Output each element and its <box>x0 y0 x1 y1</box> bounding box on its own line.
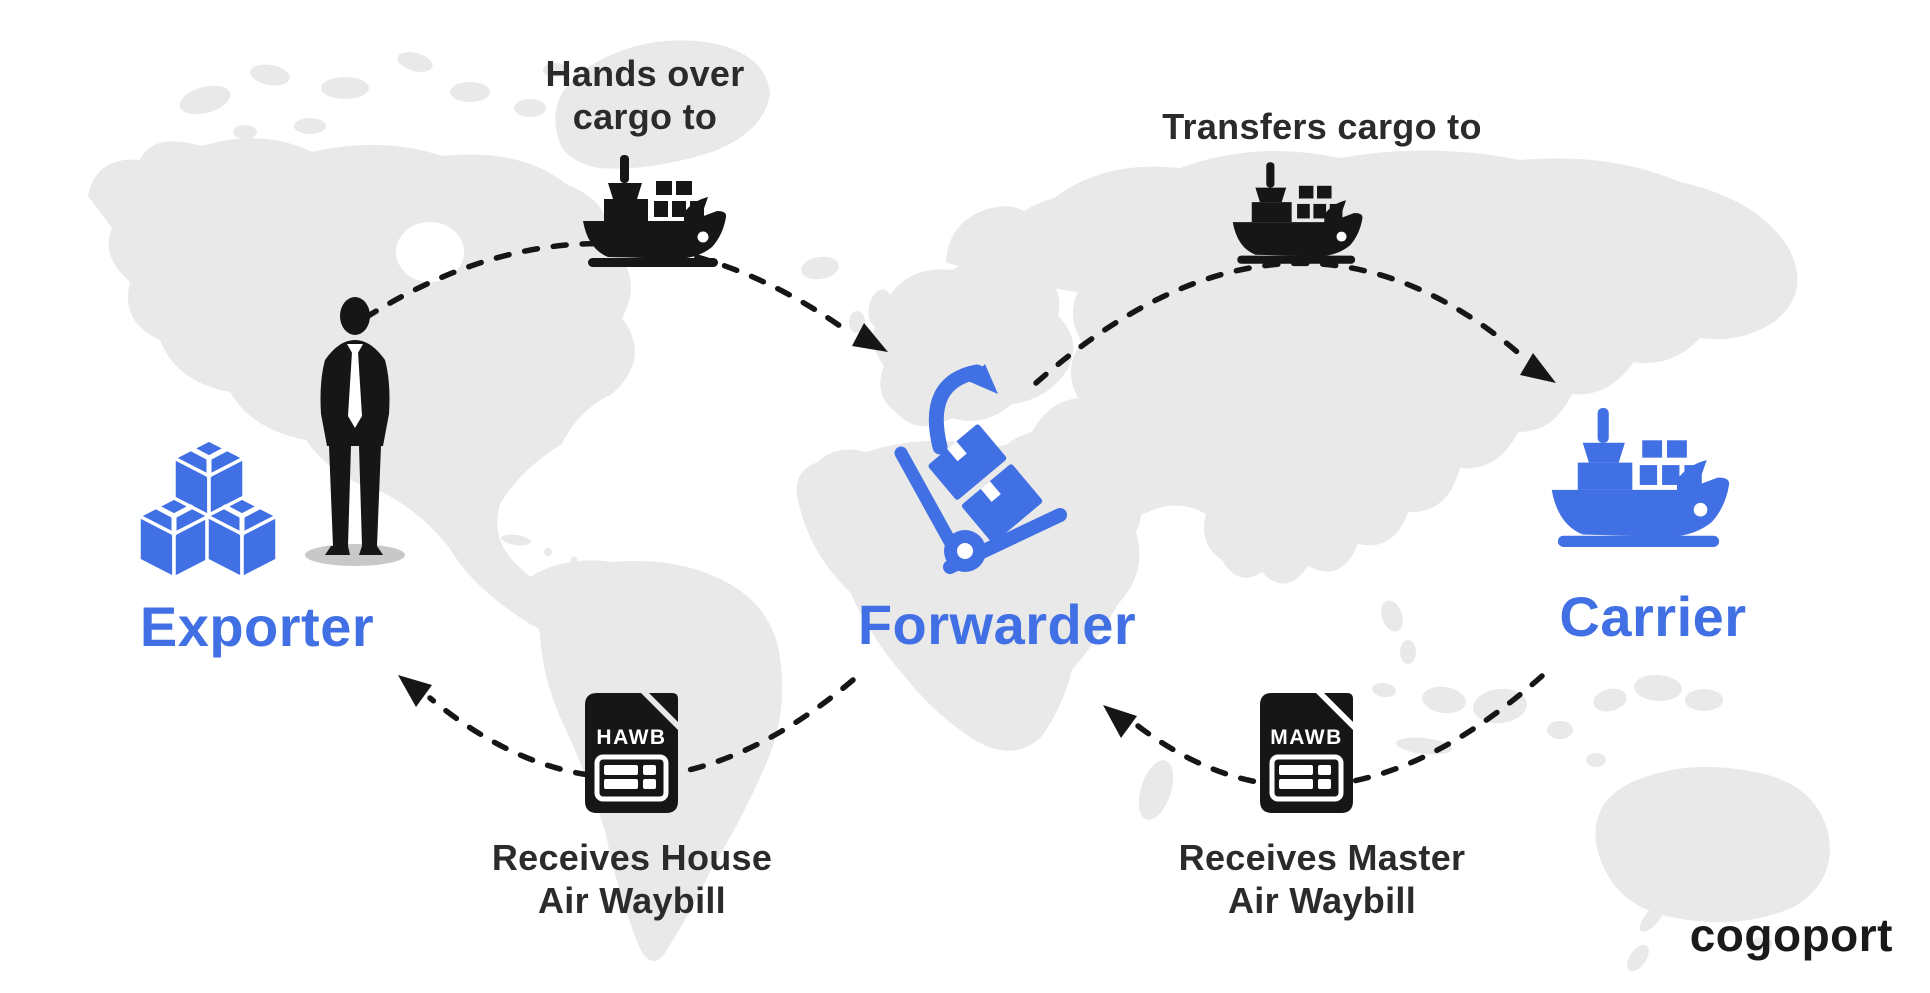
packages-icon <box>137 438 279 580</box>
entity-label-carrier: Carrier <box>1559 585 1747 648</box>
mawb-code: MAWB <box>1270 726 1343 749</box>
flow-label-receives-master: Receives Master Air Waybill <box>1178 837 1466 921</box>
flow-label-receives-house: Receives House Air Waybill <box>491 837 773 921</box>
cargo-ship-icon <box>583 155 727 267</box>
continent-greenland <box>555 40 839 280</box>
hawb-document-icon: HAWB <box>585 693 678 813</box>
cargo-ship2-icon <box>1232 162 1363 264</box>
businessman-icon <box>305 297 405 566</box>
cogoport-logo: cogoport <box>1689 909 1893 961</box>
flow-label-transfers: Transfers cargo to <box>1162 106 1482 147</box>
arrowhead-to-carrier-icon <box>1520 353 1556 383</box>
person-shadow <box>305 544 405 566</box>
continent-australia <box>1595 766 1830 972</box>
flow-label-hands-over: Hands over cargo to <box>545 53 745 137</box>
mawb-document-icon: MAWB <box>1260 693 1353 813</box>
folded-corner <box>649 693 678 722</box>
entity-label-forwarder: Forwarder <box>857 593 1137 656</box>
folded-corner <box>1324 693 1353 722</box>
arrowhead-to-forwarder-icon <box>852 323 888 352</box>
arrowhead-to-exporter-icon <box>398 675 432 707</box>
arc-forwarder-to-carrier <box>1033 260 1525 386</box>
entity-label-exporter: Exporter <box>139 595 375 658</box>
arrowhead-to-forwarder2-icon <box>1103 705 1137 738</box>
hawb-code: HAWB <box>596 726 667 749</box>
carrier-ship-icon <box>1551 408 1730 547</box>
